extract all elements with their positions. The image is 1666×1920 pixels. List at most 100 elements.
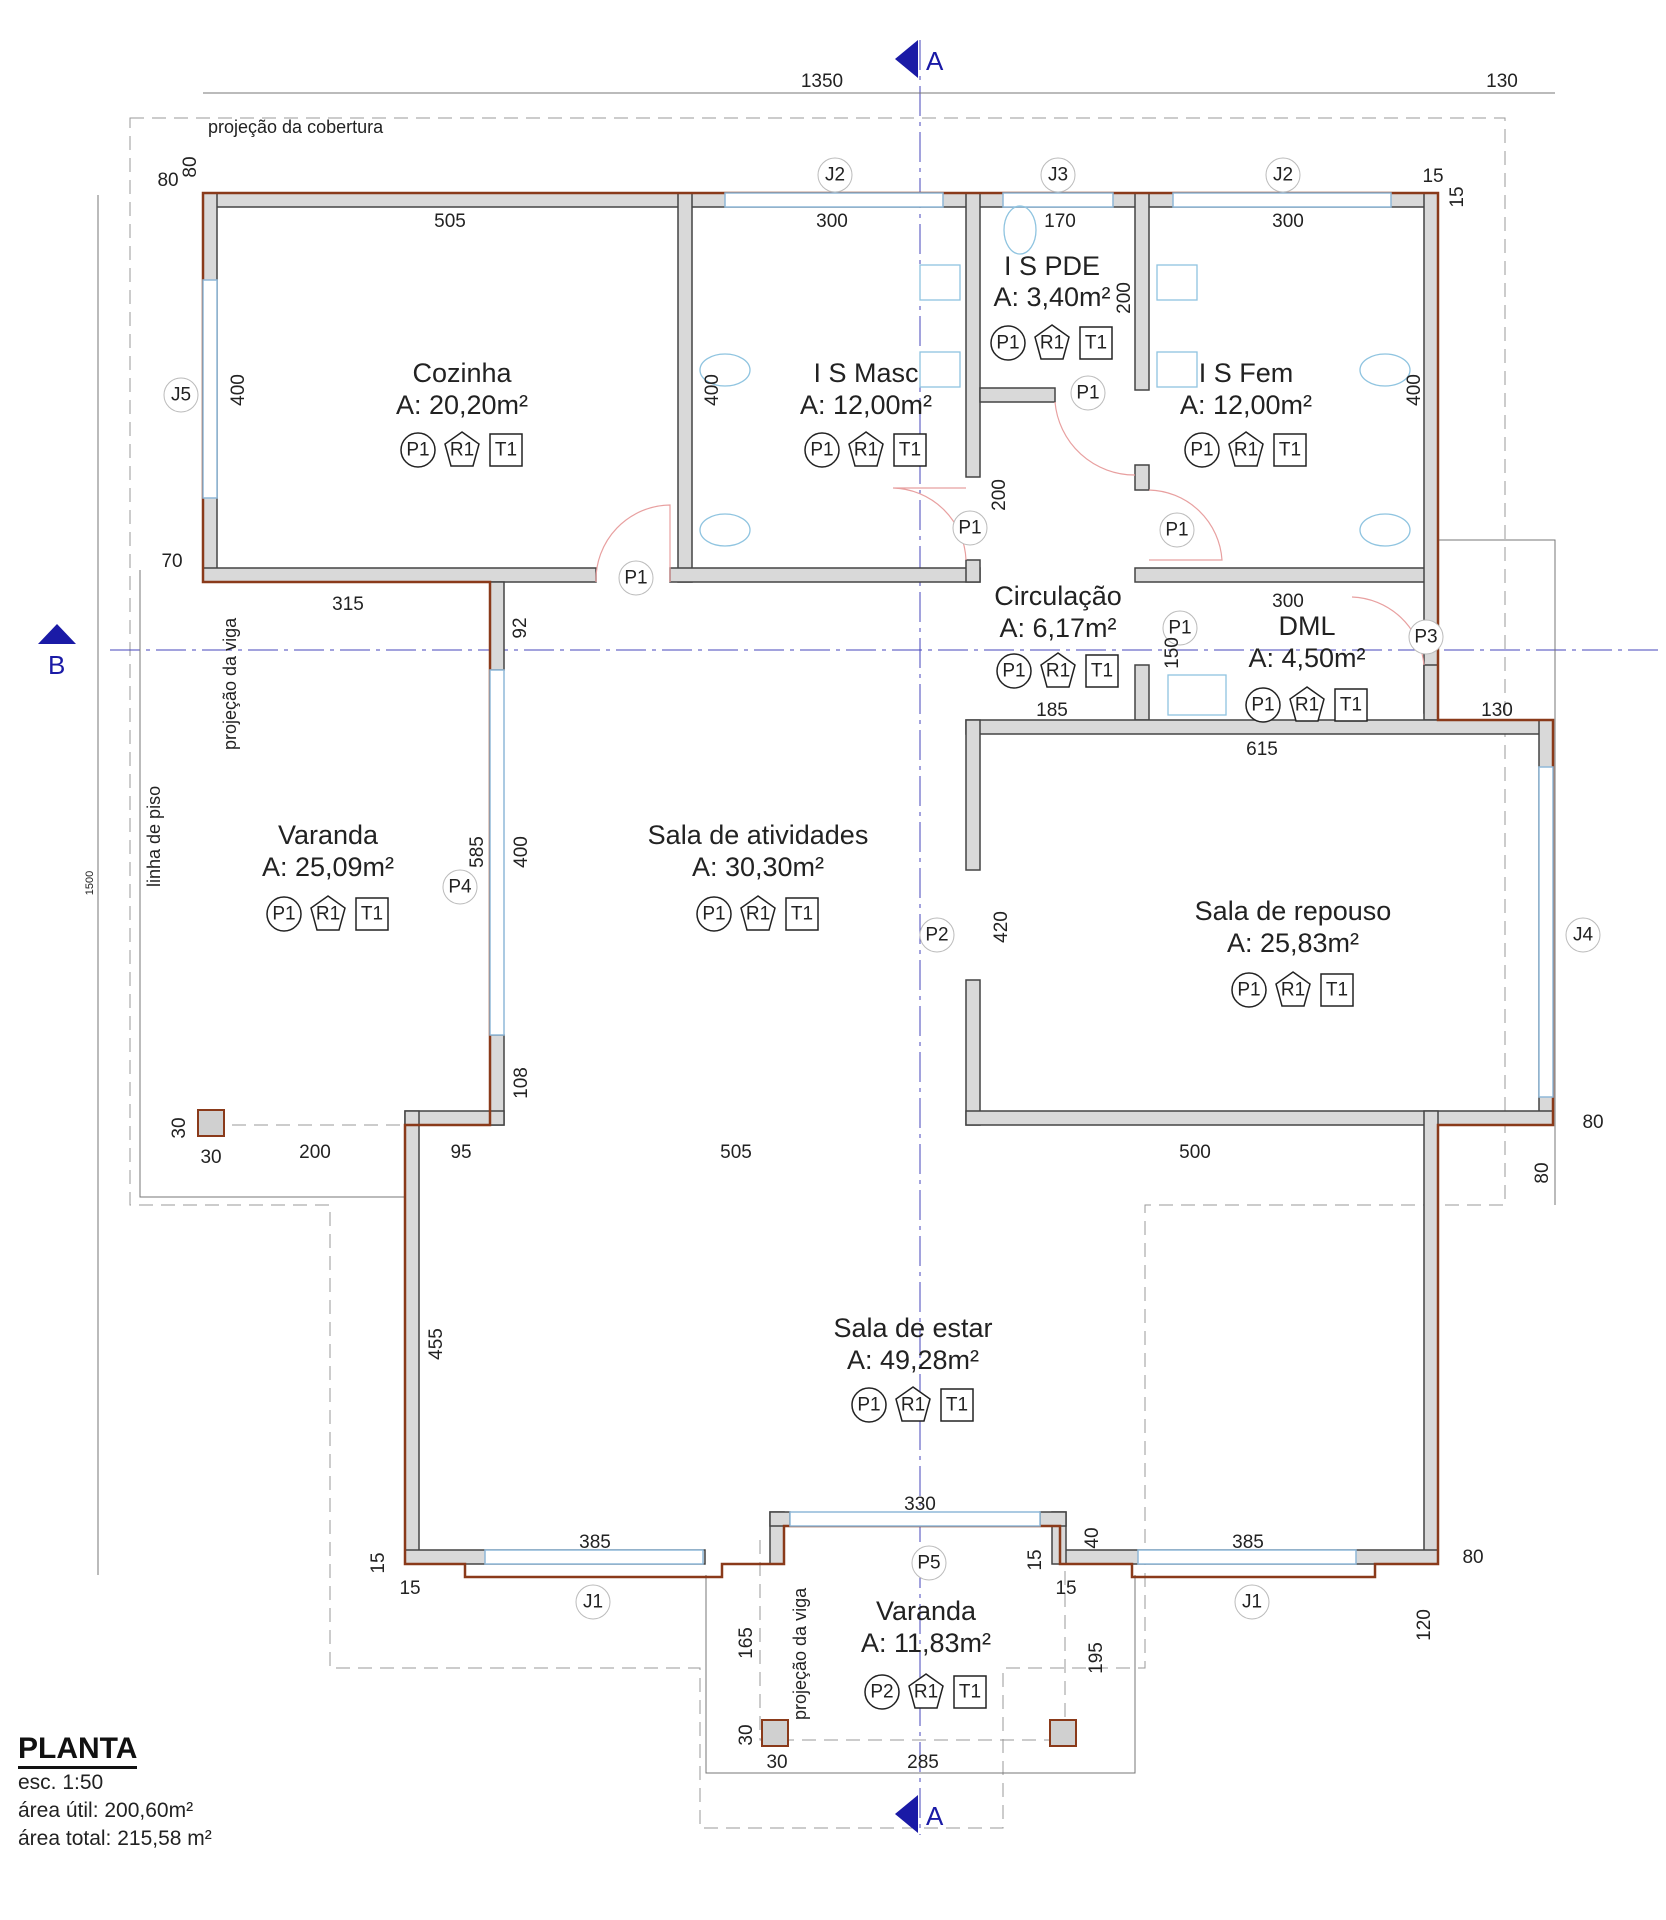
finish-tag-group: P1 R1 T1: [400, 431, 523, 468]
finish-tag-label: R1: [1281, 980, 1305, 1001]
floor-finish-marker: [851, 1387, 887, 1423]
dimension-label: 15: [368, 1552, 389, 1573]
opening-tag-label: P1: [1168, 618, 1191, 639]
dimension-label: 195: [1086, 1642, 1107, 1674]
room-name: Circulação: [994, 581, 1122, 611]
plan-title: PLANTA: [18, 1732, 138, 1769]
dimension-label: 80: [157, 170, 178, 191]
opening-tag-label: P3: [1414, 627, 1437, 648]
door-swing-kitchen: [595, 504, 671, 583]
dimension-label: 505: [434, 211, 466, 232]
door-swing-masc: [892, 487, 967, 561]
wall-pde-right: [1134, 192, 1150, 391]
window-j1-left: [484, 1549, 704, 1565]
dimension-label: 15: [1447, 186, 1468, 207]
finish-tag-label: R1: [746, 904, 770, 925]
plan-legend: PLANTA esc. 1:50 área útil: 200,60m² áre…: [18, 1732, 212, 1853]
dimension-label: 385: [1232, 1532, 1264, 1553]
wall-repouso-left-lower: [965, 979, 981, 1126]
opening-tag-marker: [1408, 619, 1444, 655]
dimension-label: 108: [511, 1067, 532, 1099]
dimension-label: 400: [702, 374, 723, 406]
dimension-label: 615: [1246, 739, 1278, 760]
toilet-icon: [699, 353, 751, 387]
floor-finish-marker: [1184, 432, 1220, 468]
opening-tag-marker: [618, 560, 654, 596]
ceiling-finish-marker: [355, 897, 389, 931]
finish-tag-label: P1: [1190, 440, 1213, 461]
wall-entry-top-right: [1039, 1511, 1067, 1527]
dimension-label: 455: [426, 1328, 447, 1360]
dimension-label: 500: [1179, 1142, 1211, 1163]
finish-tag-label: R1: [1040, 333, 1064, 354]
opening-tag-label: J3: [1048, 165, 1068, 186]
finish-tag-label: P1: [272, 904, 295, 925]
exterior-wall-line: [201, 191, 1555, 1579]
room-name: Sala de atividades: [648, 820, 869, 850]
dimension-label: 80: [1462, 1547, 1483, 1568]
right-projection-line: [1438, 539, 1556, 720]
opening-tag-label: J1: [1242, 1592, 1262, 1613]
finish-tag-label: P1: [1002, 661, 1025, 682]
wall-dml-right-lower: [1423, 664, 1439, 721]
ceiling-finish-marker: [893, 433, 927, 467]
dimension-label: 150: [1162, 637, 1183, 669]
section-b-arrow: [38, 624, 76, 644]
window-p5: [789, 1511, 1041, 1527]
section-b-label: B: [48, 650, 65, 680]
finish-tag-label: R1: [450, 440, 474, 461]
room-name: Varanda: [876, 1596, 977, 1626]
column-verandah-left: [197, 1109, 225, 1137]
dimension-label: 585: [467, 836, 488, 868]
door-swing-fem: [1148, 489, 1223, 561]
front-verandah-outline: [705, 1575, 1136, 1774]
finish-tag-label: P1: [406, 440, 429, 461]
opening-tag-marker: [163, 377, 199, 413]
dimension-label: 400: [228, 374, 249, 406]
room-name: Cozinha: [412, 358, 512, 388]
opening-tag-label: P4: [448, 877, 472, 898]
beam-projection-label-left: projeção da viga: [220, 617, 240, 750]
window-j4: [1538, 766, 1554, 1098]
finish-tag-label: T1: [1085, 333, 1107, 354]
opening-tag-marker: [952, 510, 988, 546]
wall-repouso-bottom: [965, 1110, 1554, 1126]
dimension-label: 300: [1272, 591, 1304, 612]
window-j5: [202, 279, 218, 499]
finish-tag-label: R1: [316, 904, 340, 925]
opening-tag-label: J1: [583, 1592, 603, 1613]
room-area: A: 12,00m²: [1180, 390, 1312, 420]
room-area: A: 12,00m²: [800, 390, 932, 420]
dimension-label: 130: [1486, 71, 1518, 92]
skirting-finish-marker: [310, 895, 346, 931]
opening-tag-label: P1: [624, 568, 647, 589]
utility-sink-icon: [1167, 674, 1227, 716]
floor-finish-marker: [990, 325, 1026, 361]
useful-area: área útil: 200,60m²: [18, 1799, 194, 1822]
room-name: I S Masc: [813, 358, 918, 388]
toilet-icon: [1359, 513, 1411, 547]
finish-tag-label: T1: [495, 440, 517, 461]
room-area: A: 11,83m²: [861, 1628, 991, 1658]
ceiling-finish-marker: [489, 433, 523, 467]
dimension-label: 400: [1404, 374, 1425, 406]
window-j3: [1002, 192, 1114, 208]
finish-tag-label: T1: [1340, 695, 1362, 716]
opening-tag-label: J2: [1273, 165, 1293, 186]
section-a-bottom-arrow: [895, 1795, 918, 1833]
ceiling-finish-marker: [1334, 688, 1368, 722]
room-area: A: 25,83m²: [1227, 928, 1359, 958]
room-name: DML: [1278, 611, 1335, 641]
wall-dml-left: [1134, 664, 1150, 721]
sink-icon: [1156, 264, 1198, 301]
opening-tag-marker: [911, 1545, 947, 1581]
column-front-left: [761, 1719, 789, 1747]
opening-tag-marker: [575, 1584, 611, 1620]
